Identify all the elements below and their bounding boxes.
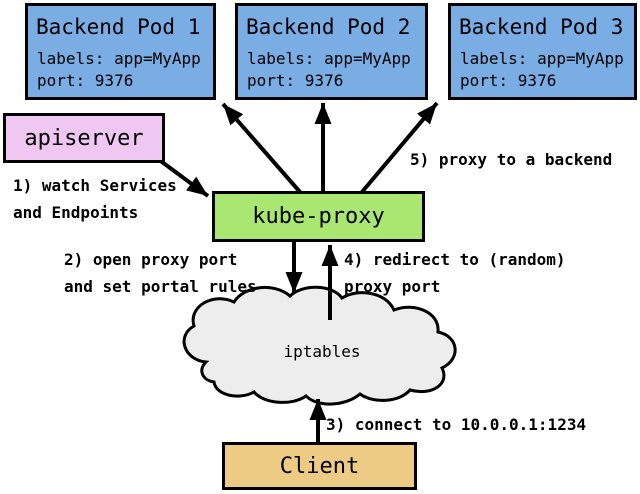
kube-proxy-label: kube-proxy — [252, 204, 385, 229]
backend-pod-2-port: port: 9376 — [247, 71, 344, 90]
iptables-cloud-shape — [182, 285, 457, 406]
annotation-step2: 2) open proxy port and set portal rules — [64, 246, 257, 300]
backend-pod-2-title: Backend Pod 2 — [246, 15, 411, 39]
backend-pod-3-labels: labels: app=MyApp — [460, 49, 624, 68]
backend-pod-1-title: Backend Pod 1 — [36, 15, 201, 39]
annotation-step3: 3) connect to 10.0.0.1:1234 — [326, 411, 586, 438]
backend-pod-2-box: Backend Pod 2 labels: app=MyApp port: 93… — [235, 3, 428, 100]
client-label: Client — [279, 453, 360, 479]
annotation-step4-line2: proxy port — [344, 277, 441, 296]
backend-pod-3-title: Backend Pod 3 — [459, 15, 624, 39]
arrow-proxy-to-pod1 — [221, 102, 302, 194]
annotation-step1-line2: and Endpoints — [13, 203, 139, 222]
annotation-step1-line1: 1) watch Services — [13, 176, 177, 195]
apiserver-label: apiserver — [24, 125, 144, 151]
apiserver-box: apiserver — [3, 113, 165, 163]
annotation-step1: 1) watch Services and Endpoints — [13, 172, 177, 226]
backend-pod-3-box: Backend Pod 3 labels: app=MyApp port: 93… — [448, 3, 637, 100]
backend-pod-1-labels: labels: app=MyApp — [37, 49, 201, 68]
kube-proxy-box: kube-proxy — [212, 191, 425, 242]
arrow-1-watch-services — [156, 157, 210, 198]
annotation-step4-line1: 4) redirect to (random) — [344, 250, 566, 269]
annotation-step2-line2: and set portal rules — [64, 277, 257, 296]
backend-pod-1-box: Backend Pod 1 labels: app=MyApp port: 93… — [25, 3, 216, 100]
arrow-proxy-to-pod3 — [360, 101, 439, 194]
backend-pod-3-port: port: 9376 — [460, 71, 557, 90]
annotation-step5: 5) proxy to a backend — [410, 146, 612, 173]
annotation-step4: 4) redirect to (random) proxy port — [344, 246, 566, 300]
iptables-label: iptables — [283, 342, 361, 361]
annotation-step3-line1: 3) connect to 10.0.0.1:1234 — [326, 415, 587, 434]
annotation-step2-line1: 2) open proxy port — [64, 250, 238, 269]
client-box: Client — [222, 442, 417, 490]
backend-pod-2-labels: labels: app=MyApp — [247, 49, 411, 68]
backend-pod-1-port: port: 9376 — [37, 71, 134, 90]
annotation-step5-line1: 5) proxy to a backend — [410, 150, 613, 169]
